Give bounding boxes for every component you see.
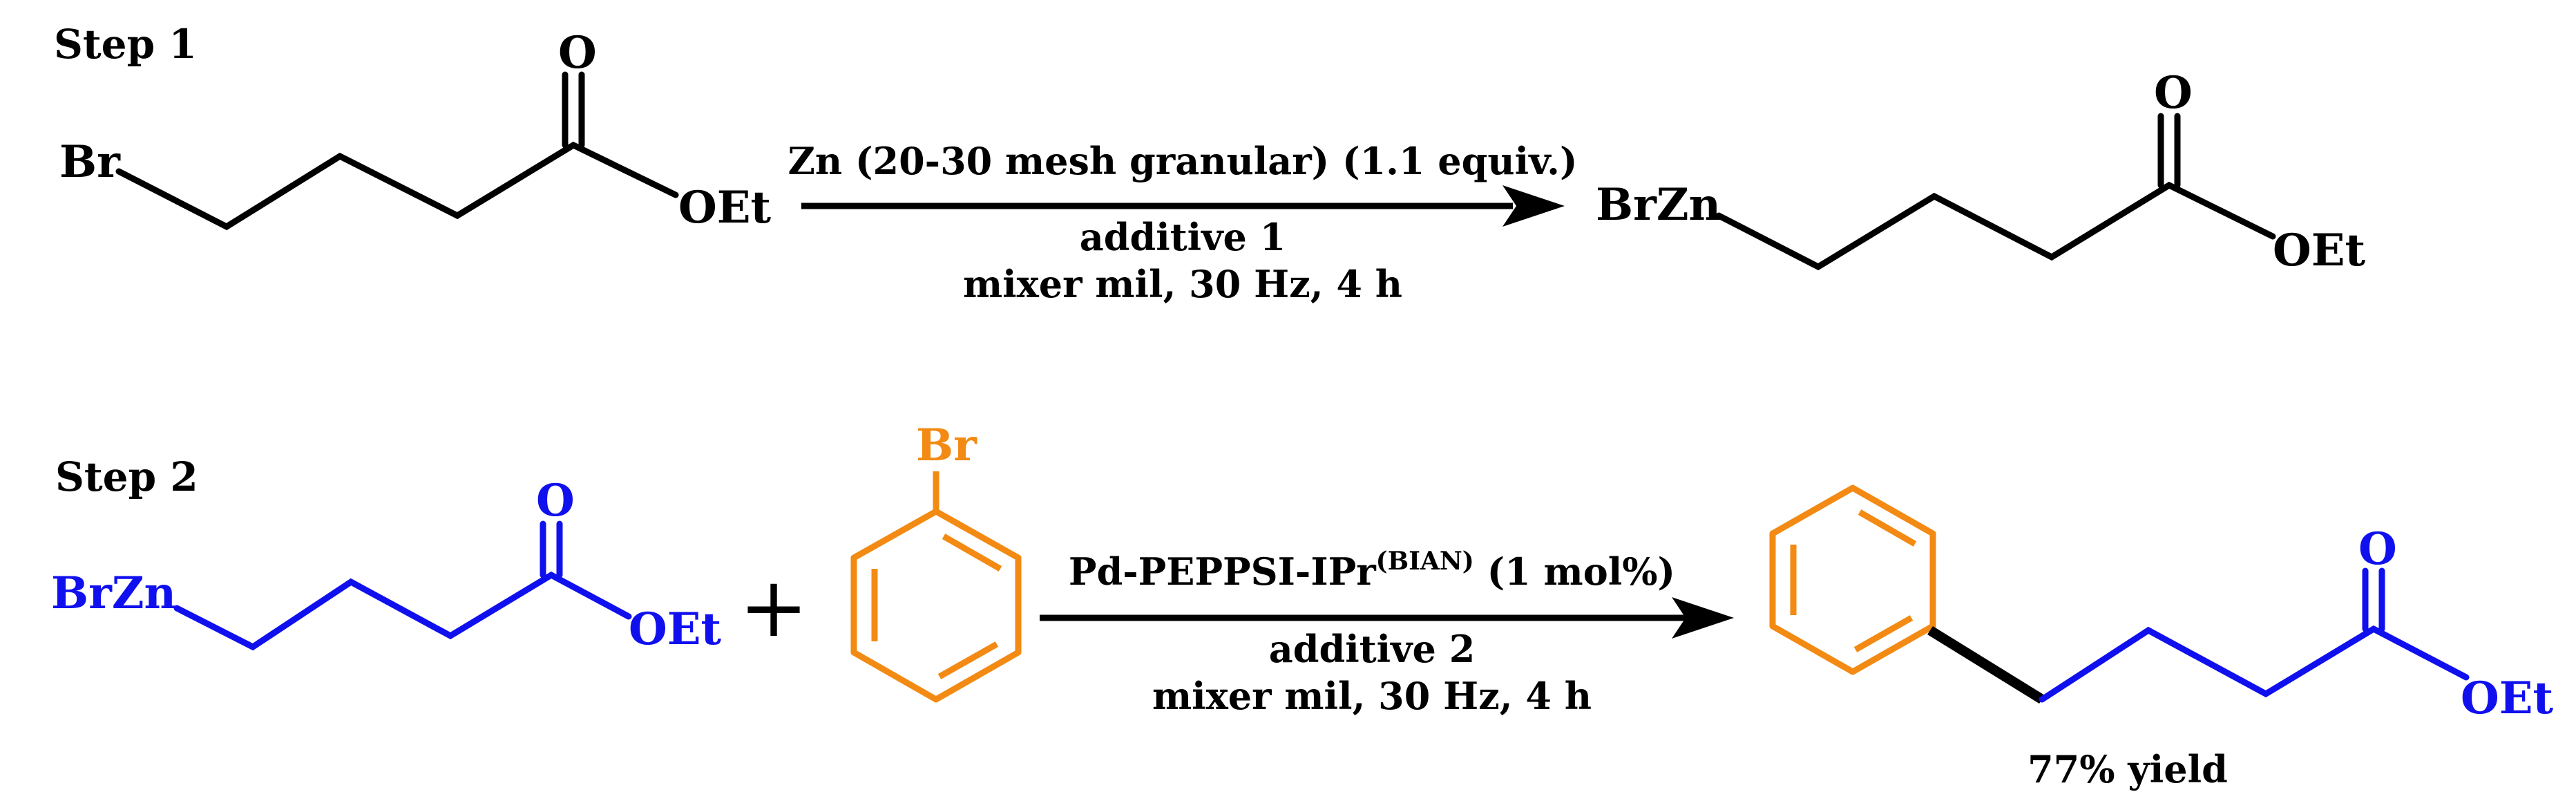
step1-condition-below2: mixer mil, 30 Hz, 4 h <box>963 262 1402 306</box>
step2-condition-above: Pd-PEPPSI-IPr(BIAN) (1 mol%) <box>1069 547 1675 594</box>
bromobenzene-double-bond-1 <box>942 534 1002 572</box>
product-phenyl-ring <box>1769 484 1936 675</box>
step2-condition-below1: additive 2 <box>1269 627 1476 671</box>
step2-reactant2-br: Br <box>916 420 977 471</box>
step2-reactant1-brzn: BrZn <box>51 567 176 619</box>
product-phenyl-double-bond-1 <box>1858 509 1917 547</box>
bromobenzene-double-bond-2 <box>937 641 999 679</box>
step2-product-chain <box>2039 567 2470 703</box>
step2-yield: 77% yield <box>2028 747 2228 791</box>
step2-catalyst-name: Pd-PEPPSI-IPr <box>1069 549 1376 594</box>
step2-arrowhead <box>1672 597 1734 639</box>
step1-reactant-o: O <box>558 27 597 79</box>
product-chain-bonds <box>2039 625 2470 703</box>
step2-reactant1-oet: OEt <box>629 603 722 655</box>
step1-condition-below1: additive 1 <box>1080 215 1286 259</box>
bromobenzene-ring <box>850 508 1022 703</box>
step2-label: Step 2 <box>55 453 198 500</box>
step2-condition-below2: mixer mil, 30 Hz, 4 h <box>1152 674 1592 718</box>
step2-reactant1-o: O <box>536 475 575 527</box>
step1-reactant-br: Br <box>59 136 121 188</box>
step1-product-brzn: BrZn <box>1596 179 1721 231</box>
step2-reactant1-bonds <box>173 571 632 651</box>
step1-reactant-structure <box>115 71 679 231</box>
plus-sign: + <box>739 560 809 656</box>
step2-product-o: O <box>2358 523 2397 575</box>
product-new-c-c-bond <box>1927 626 2045 704</box>
step2-product-oet: OEt <box>2461 672 2554 724</box>
step1-product-o: O <box>2154 67 2193 119</box>
step2-reactant2-structure <box>850 471 1022 703</box>
step1-product-oet: OEt <box>2273 225 2366 276</box>
step2-product-phenyl <box>1769 484 1936 675</box>
step2-catalyst-loading: (1 mol%) <box>1474 549 1675 594</box>
product-phenyl-double-bond-2 <box>1853 615 1914 652</box>
step1-product-structure <box>1715 113 2276 271</box>
step2-reactant1-structure <box>173 520 632 651</box>
step2-catalyst-superscript: (BIAN) <box>1376 547 1474 576</box>
step1-product-bonds <box>1715 181 2276 271</box>
step1-arrowhead <box>1502 185 1565 227</box>
step1-reactant-bonds <box>115 141 679 231</box>
step1-condition-above: Zn (20-30 mesh granular) (1.1 equiv.) <box>788 139 1578 183</box>
step1-reactant-oet: OEt <box>678 182 772 234</box>
step1-label: Step 1 <box>54 21 197 68</box>
